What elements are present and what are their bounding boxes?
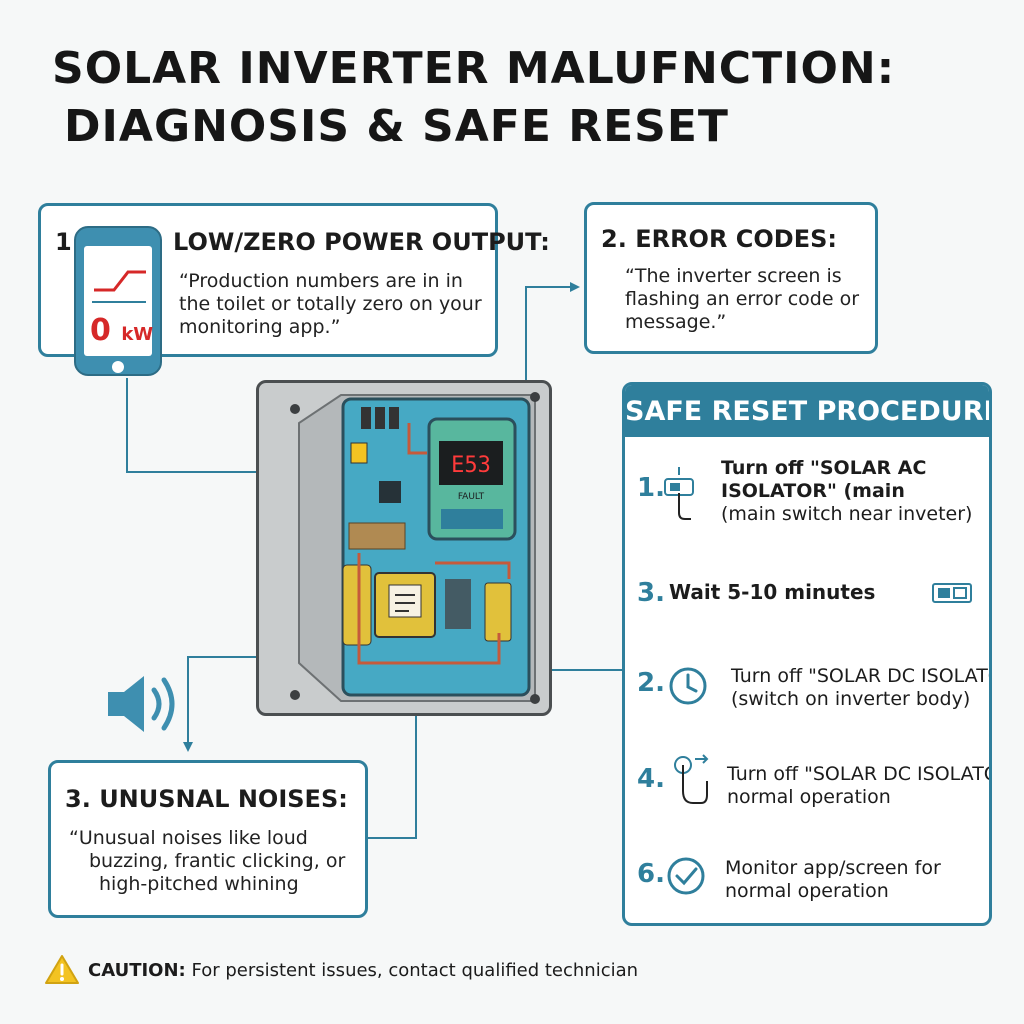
check-circle-icon bbox=[667, 857, 705, 895]
caution-note: CAUTION: For persistent issues, contact … bbox=[88, 960, 638, 981]
step-number: 6. bbox=[637, 859, 665, 889]
symptom-3-heading: 3. UNUSNAL NOISES: bbox=[65, 785, 348, 813]
symptom-1-heading: LOW/ZERO POWER OUTPUT: bbox=[173, 228, 550, 256]
step-number: 2. bbox=[637, 668, 665, 698]
speaker-icon bbox=[108, 676, 175, 732]
caution-text: For persistent issues, contact qualified… bbox=[191, 960, 639, 981]
procedure-heading: SAFE RESET PROCEDURE bbox=[625, 385, 989, 437]
connector-error bbox=[525, 286, 578, 410]
warning-triangle-icon bbox=[45, 955, 79, 984]
inverter-enclosure: E53 FAULT bbox=[256, 380, 552, 716]
symptom-2-heading: 2. ERROR CODES: bbox=[601, 225, 837, 253]
step-number: 3. bbox=[637, 578, 665, 608]
step-line: Turn off "SOLAR AC bbox=[721, 457, 927, 479]
power-reading: 0 kW bbox=[90, 313, 154, 348]
smartphone-icon bbox=[74, 226, 162, 376]
caution-label: CAUTION: bbox=[88, 960, 186, 981]
clock-icon bbox=[669, 667, 707, 705]
connector-phone bbox=[126, 378, 292, 473]
step-line: normal operation bbox=[727, 786, 891, 808]
step-line: ISOLATOR" (main bbox=[721, 480, 905, 502]
symptom-3-line: high-pitched whining bbox=[99, 873, 299, 895]
switch-press-icon bbox=[664, 467, 694, 520]
toggle-switch-icon bbox=[932, 583, 972, 603]
symptom-1-line: “Production numbers are in in bbox=[179, 270, 463, 292]
step-number: 4. bbox=[637, 764, 665, 794]
inverter-display-code: E53 bbox=[451, 453, 491, 478]
title-line-2: DIAGNOSIS & SAFE RESET bbox=[64, 101, 729, 152]
symptom-card-noises: 3. UNUSNAL NOISES: “Unusual noises like … bbox=[48, 760, 368, 918]
step-line: Turn off "SOLAR DC ISOLATOR" bbox=[731, 665, 989, 687]
inverter-display-label: FAULT bbox=[458, 492, 485, 502]
connector-noise-arrow bbox=[183, 742, 193, 752]
connector-noise-2 bbox=[368, 706, 417, 839]
symptom-2-line: message.” bbox=[625, 311, 727, 333]
symptom-1-line: monitoring app.” bbox=[179, 316, 341, 338]
step-line: Turn off "SOLAR DC ISOLATOR" bbox=[727, 763, 992, 785]
hand-tap-icon bbox=[674, 754, 709, 804]
title-line-1: SOLAR INVERTER MALUFNCTION: bbox=[52, 43, 896, 94]
power-graph-icon bbox=[92, 270, 146, 303]
symptom-2-line: flashing an error code or bbox=[625, 288, 860, 310]
symptom-2-line: “The inverter screen is bbox=[625, 265, 842, 287]
symptom-1-line: the toilet or totally zero on your bbox=[179, 293, 482, 315]
safe-reset-procedure-panel: SAFE RESET PROCEDURE 1. Turn off "SOLAR … bbox=[622, 382, 992, 926]
connector-error-arrow bbox=[570, 282, 580, 292]
step-line: (main switch near inveter) bbox=[721, 503, 973, 525]
circuit-board-icon: E53 FAULT bbox=[290, 392, 540, 704]
page-title: SOLAR INVERTER MALUFNCTION: DIAGNOSIS & … bbox=[52, 40, 895, 156]
step-line: Monitor app/screen for bbox=[725, 857, 941, 879]
symptom-card-error-codes: 2. ERROR CODES: “The inverter screen is … bbox=[584, 202, 878, 354]
step-line: normal operation bbox=[725, 880, 889, 902]
step-line: Wait 5-10 minutes bbox=[669, 580, 876, 604]
step-line: (switch on inverter body) bbox=[731, 688, 971, 710]
symptom-3-line: buzzing, frantic clicking, or bbox=[89, 850, 346, 872]
step-number: 1. bbox=[637, 473, 665, 503]
symptom-3-line: “Unusual noises like loud bbox=[69, 827, 308, 849]
